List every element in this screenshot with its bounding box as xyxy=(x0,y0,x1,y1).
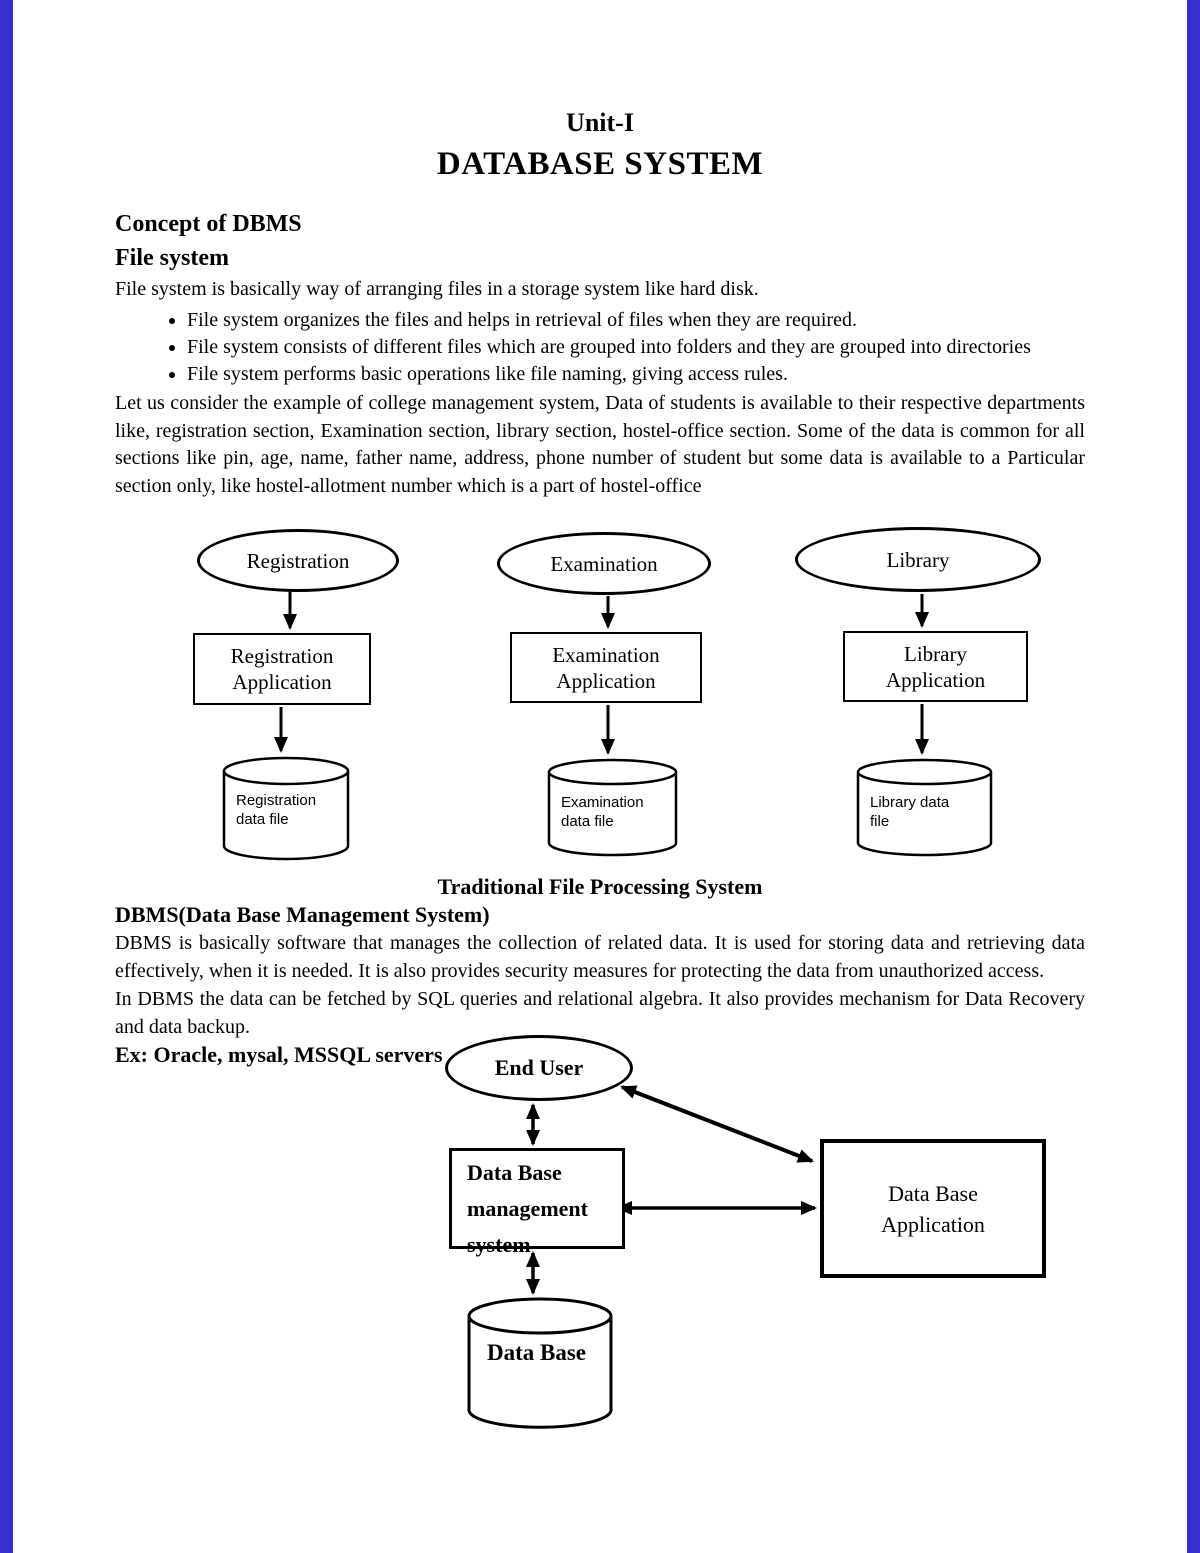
college-management-paragraph: Let us consider the example of college m… xyxy=(115,392,1085,497)
library-ellipse: Library xyxy=(795,527,1041,592)
cylinder-shape xyxy=(856,758,993,857)
cylinder-shape xyxy=(547,758,678,857)
diagram1-arrows xyxy=(274,592,929,755)
registration-application-label: Registration Application xyxy=(230,644,334,694)
examination-application-box: Examination Application xyxy=(510,632,702,703)
page-title: DATABASE SYSTEM xyxy=(436,146,764,182)
library-datafile-cylinder: Library data file xyxy=(856,757,993,858)
registration-label: Registration xyxy=(246,548,350,573)
cylinder-shape xyxy=(222,756,350,861)
title-block: Unit-I DATABASE SYSTEM xyxy=(0,0,1200,184)
diagram-dbms-architecture: End User Data Base management system Dat… xyxy=(0,1033,1200,1445)
unit-title: Unit-I xyxy=(566,108,634,137)
library-label: Library xyxy=(886,547,950,572)
library-datafile-label: Library data file xyxy=(870,794,950,830)
registration-datafile-label: Registration data file xyxy=(236,792,317,828)
left-edge-bar xyxy=(0,0,13,1553)
end-user-ellipse: End User xyxy=(445,1035,633,1101)
dbms-box: Data Base management system xyxy=(449,1148,625,1257)
bullet-item: File system performs basic operations li… xyxy=(187,361,1085,388)
library-application-label: Library Application xyxy=(885,641,986,692)
registration-ellipse: Registration xyxy=(197,529,399,592)
right-edge-bar xyxy=(1187,0,1200,1553)
examination-datafile-label: Examination data file xyxy=(561,794,644,830)
database-application-label: Data Base Application xyxy=(881,1180,985,1237)
dbms-paragraph-2: In DBMS the data can be fetched by SQL q… xyxy=(115,988,1085,1038)
database-cylinder: Data Base xyxy=(467,1297,613,1430)
diagram1-caption: Traditional File Processing System xyxy=(437,874,763,899)
bullet-item: File system consists of different files … xyxy=(187,334,1085,361)
page-content: Unit-I DATABASE SYSTEM Concept of DBMS F… xyxy=(0,0,1200,1445)
heading-dbms: DBMS(Data Base Management System) xyxy=(115,902,490,927)
heading-concept-of-dbms: Concept of DBMS xyxy=(115,211,302,237)
examination-application-label: Examination Application xyxy=(552,642,660,693)
double-arrow-enduser-application xyxy=(620,1085,814,1163)
dbms-examples: Ex: Oracle, mysal, MSSQL servers xyxy=(115,1042,443,1067)
registration-application-box: Registration Application xyxy=(193,633,371,705)
database-label: Data Base xyxy=(487,1340,587,1365)
dbms-box-label: Data Base management system xyxy=(467,1160,588,1257)
registration-datafile-cylinder: Registration data file xyxy=(222,755,350,862)
bullet-list: File system organizes the files and help… xyxy=(115,307,1085,388)
examination-label: Examination xyxy=(550,551,658,576)
examination-datafile-cylinder: Examination data file xyxy=(547,757,678,858)
examination-ellipse: Examination xyxy=(497,532,711,595)
file-system-intro: File system is basically way of arrangin… xyxy=(115,278,759,300)
heading-file-system: File system xyxy=(115,245,229,271)
bullet-list-wrap: File system organizes the files and help… xyxy=(115,307,1085,388)
bullet-item: File system organizes the files and help… xyxy=(187,307,1085,334)
diagram-traditional-file-processing: Registration Examination Library Registr… xyxy=(0,526,1200,868)
database-application-box: Data Base Application xyxy=(820,1139,1046,1278)
diagram2-arrows xyxy=(526,1085,817,1295)
dbms-paragraph-1: DBMS is basically software that manages … xyxy=(115,932,1085,982)
cylinder-shape xyxy=(467,1297,613,1429)
end-user-label: End User xyxy=(494,1055,584,1080)
library-application-box: Library Application xyxy=(843,631,1028,702)
